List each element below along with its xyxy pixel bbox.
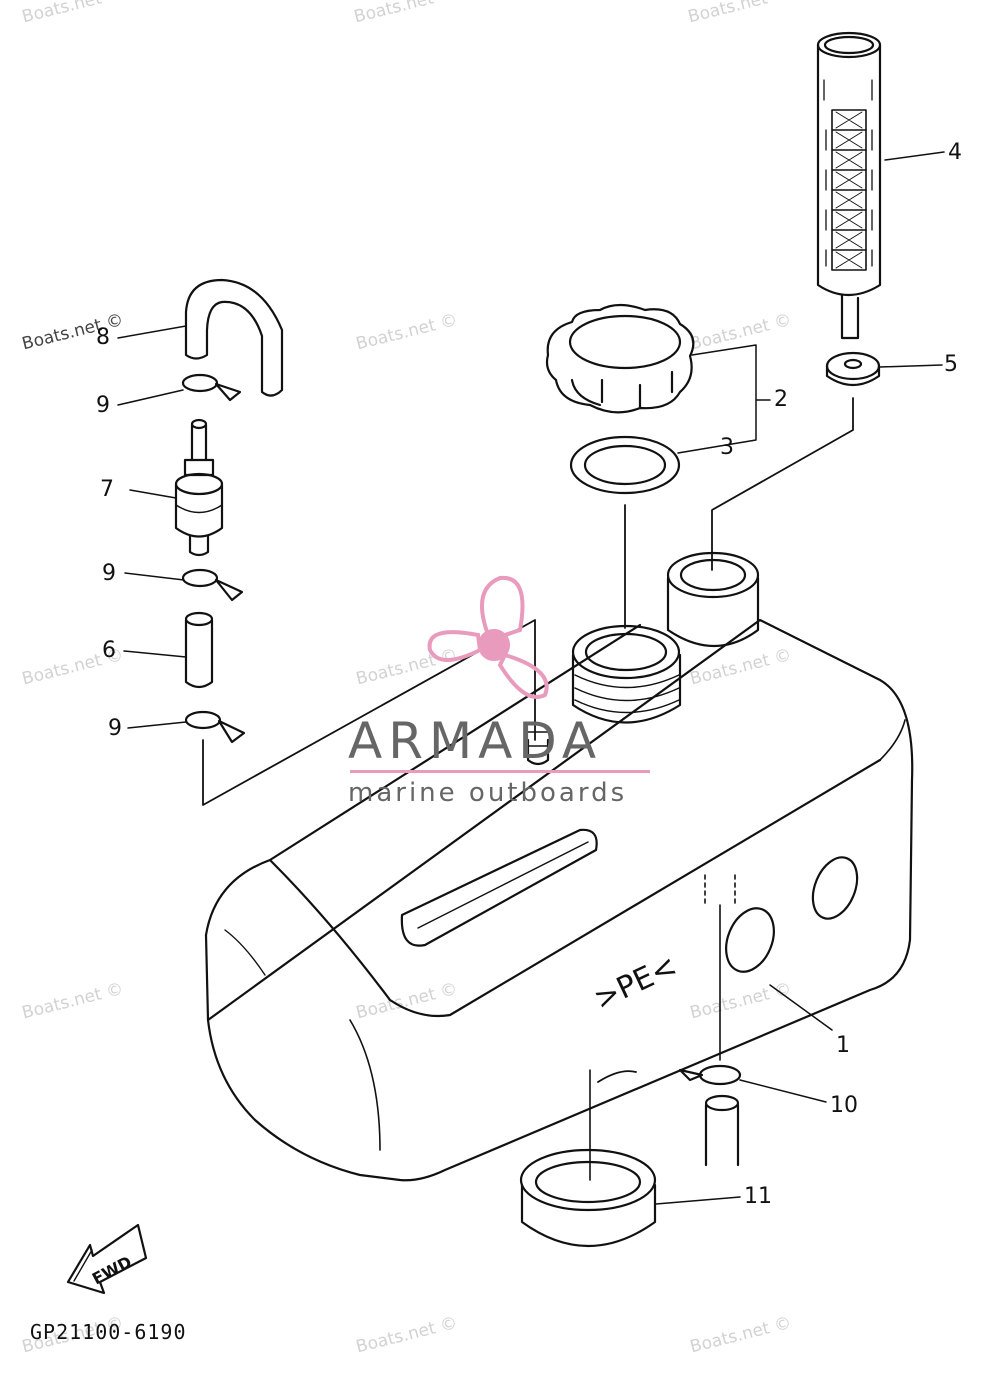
diagram-code: GP21100-6190 (30, 1320, 187, 1344)
svg-text:FWD: FWD (89, 1252, 135, 1288)
strainer-filter-part (816, 31, 882, 340)
callout-7: 7 (100, 477, 114, 502)
callout-9: 9 (102, 561, 116, 586)
bottom-hose (704, 1094, 740, 1167)
gasket-part (569, 435, 681, 495)
callout-11: 11 (744, 1184, 772, 1209)
washer-part (825, 351, 881, 387)
drain-cap-part (519, 1148, 657, 1247)
outlet-fitting (525, 731, 551, 766)
callout-5: 5 (944, 352, 958, 377)
hose-part (184, 611, 214, 689)
callout-3: 3 (720, 435, 734, 460)
clip-part (184, 710, 246, 744)
callout-2: 2 (774, 387, 788, 412)
vent-neck (666, 551, 760, 647)
fuel-tank-body (204, 618, 914, 1182)
logo-divider (350, 770, 650, 773)
callout-4: 4 (948, 140, 962, 165)
filler-neck (571, 624, 682, 724)
pe-marking: >PE< (589, 949, 683, 1018)
callout-9: 9 (96, 393, 110, 418)
clip-part (181, 568, 244, 602)
forward-arrow-icon: FWD (66, 1223, 148, 1295)
callout-8: 8 (96, 325, 110, 350)
svg-text:>PE<: >PE< (589, 949, 683, 1018)
logo-tagline: marine outboards (348, 778, 628, 808)
inline-filter-part (174, 418, 224, 557)
callout-6: 6 (102, 638, 116, 663)
clip-part (181, 373, 242, 402)
hose-clip-part (678, 1064, 742, 1086)
callout-10: 10 (830, 1093, 858, 1118)
armada-logo-icon (427, 575, 549, 699)
callout-9: 9 (108, 716, 122, 741)
bent-pipe-part (184, 278, 284, 397)
fuel-cap-part (545, 303, 695, 414)
callout-1: 1 (836, 1033, 850, 1058)
logo-brand: ARMADA (348, 712, 603, 770)
